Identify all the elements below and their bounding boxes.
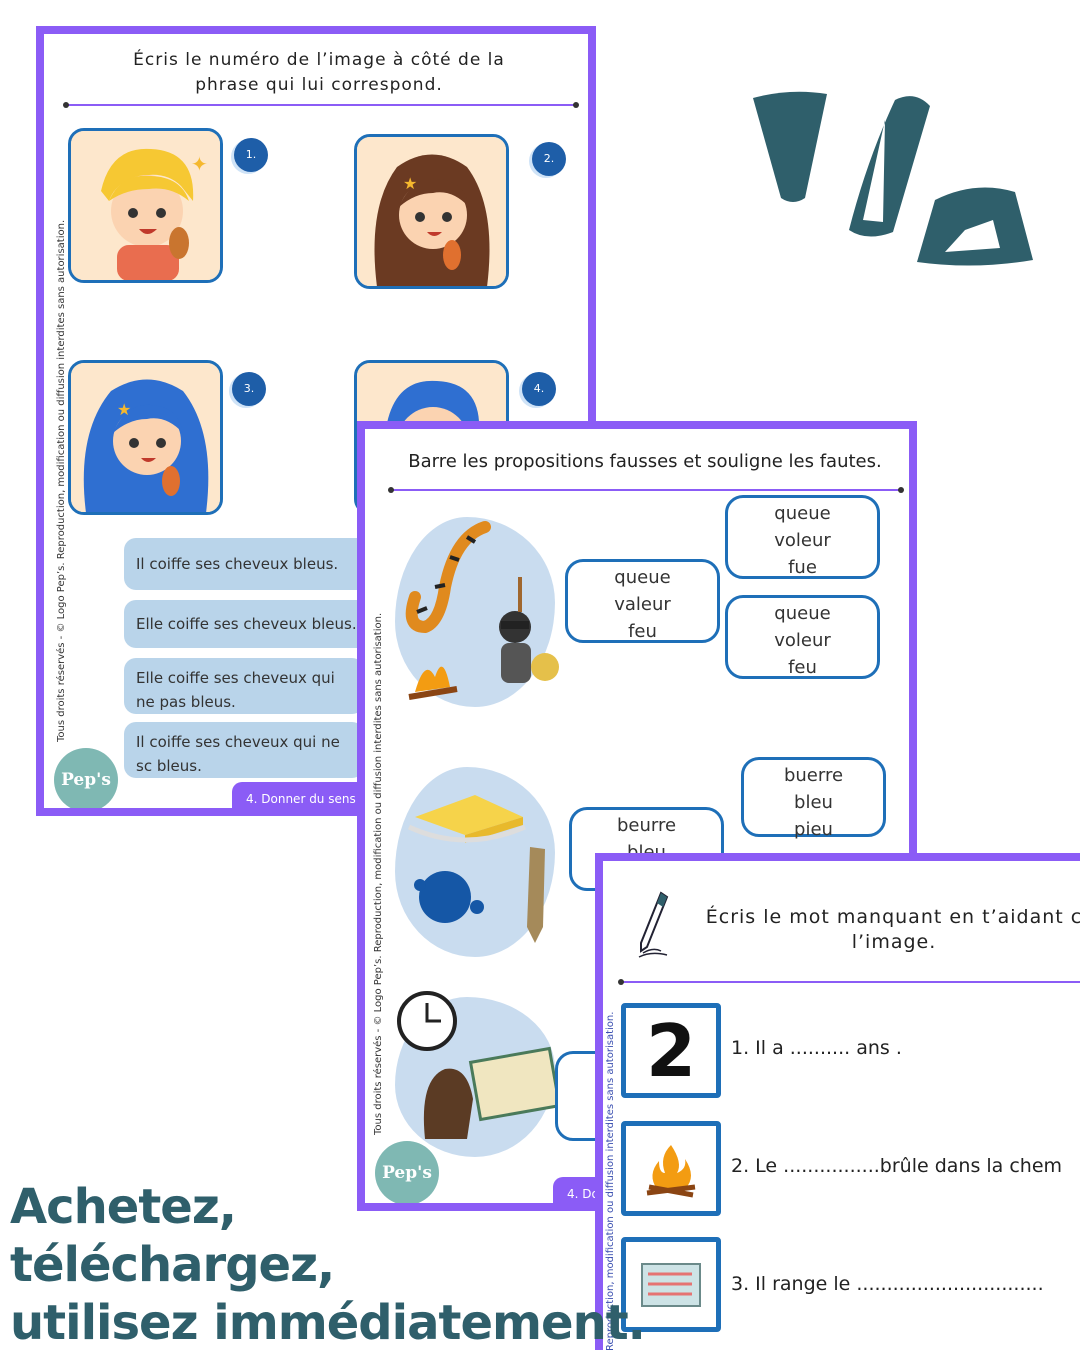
sheet1-title: Écris le numéro de l’image à côté de la … xyxy=(133,50,505,95)
choice-4-word-1: beurre xyxy=(616,815,677,836)
copyright-side-text-2: Tous droits réservés - © Logo Pep’s. Rep… xyxy=(373,612,384,1135)
fill-in-line-3: 3. Il range le .........................… xyxy=(731,1273,1044,1295)
blue-hair-girl-image: ★ xyxy=(71,363,220,512)
pen-icon xyxy=(638,891,669,958)
promo-line-3: utilisez immédiatement. xyxy=(10,1295,646,1350)
number-badge-2: 2. xyxy=(532,142,566,176)
picture-board-game xyxy=(621,1237,721,1332)
sheet1-rule xyxy=(63,102,579,108)
brown-hair-girl-image: ★ xyxy=(357,137,506,286)
sheet3-title: Écris le mot manquant en t’aidant c l’im… xyxy=(705,906,1080,953)
number-two-glyph: 2 xyxy=(645,1008,697,1093)
choice-3-word-1: queue xyxy=(774,603,831,624)
promo-line-2: téléchargez, xyxy=(10,1237,335,1293)
choice-box-1[interactable]: queue valeur feu xyxy=(565,559,720,643)
choice-2-word-2: voleur xyxy=(774,530,831,551)
choice-box-3[interactable]: queue voleur feu xyxy=(725,595,880,679)
fill-in-line-1: 1. Il a .......... ans . xyxy=(731,1037,902,1059)
butter-blue-stake-image xyxy=(407,795,545,943)
svg-text:★: ★ xyxy=(117,400,131,419)
sentence-3: Elle coiffe ses cheveux qui ne pas bleus… xyxy=(124,658,364,714)
sheet3-rule xyxy=(618,979,1080,985)
choice-3-word-3: feu xyxy=(788,657,817,678)
picture-3: ★ xyxy=(68,360,223,515)
number-badge-3: 3. xyxy=(232,372,266,406)
choice-1-word-1: queue xyxy=(614,567,671,588)
promo-text: Achetez, téléchargez, utilisez immédiate… xyxy=(10,1178,646,1350)
fill-in-line-2: 2. Le ................brûle dans la chem xyxy=(731,1155,1063,1177)
choice-box-5[interactable]: buerre bleu pieu xyxy=(741,757,886,840)
sentence-2: Elle coiffe ses cheveux bleus. xyxy=(124,600,384,648)
sheet2-title: Barre les propositions fausses et soulig… xyxy=(408,451,882,472)
picture-1: ✦ xyxy=(68,128,223,283)
choice-1-word-2: valeur xyxy=(614,594,671,615)
peps-logo-2: Pep's xyxy=(375,1141,439,1203)
choice-2-word-1: queue xyxy=(774,503,831,524)
svg-text:★: ★ xyxy=(403,174,417,193)
picture-fire xyxy=(621,1121,721,1216)
number-badge-4: 4. xyxy=(522,372,556,406)
decorative-shapes xyxy=(753,91,1033,266)
promo-line-1: Achetez, xyxy=(10,1179,237,1235)
choice-5-word-3: pieu xyxy=(794,819,833,840)
peps-logo: Pep's xyxy=(54,748,118,808)
sentence-4: Il coiffe ses cheveux qui ne sc bleus. xyxy=(124,722,364,778)
clock-hair-map-image xyxy=(397,991,562,1139)
worksheet-3: Écris le mot manquant en t’aidant c l’im… xyxy=(595,853,1080,1350)
choice-3-word-2: voleur xyxy=(774,630,831,651)
worksheet-1: Écris le numéro de l’image à côté de la … xyxy=(36,26,596,816)
blond-boy-image: ✦ xyxy=(71,131,220,280)
number-badge-1: 1. xyxy=(234,138,268,172)
board-game-icon xyxy=(641,1262,701,1307)
sentence-1: Il coiffe ses cheveux bleus. xyxy=(124,538,384,590)
choice-box-2[interactable]: queue voleur fue xyxy=(725,495,880,579)
sheet2-rule xyxy=(388,487,904,493)
copyright-side-text: Tous droits réservés - © Logo Pep’s. Rep… xyxy=(56,219,67,742)
picture-2: ★ xyxy=(354,134,509,289)
fire-icon xyxy=(646,1144,696,1197)
choice-1-word-3: feu xyxy=(628,621,657,642)
picture-number-two: 2 xyxy=(621,1003,721,1098)
tail-thief-fire-image xyxy=(405,521,559,700)
svg-text:✦: ✦ xyxy=(191,152,208,176)
choice-5-word-1: buerre xyxy=(783,765,844,786)
choice-2-word-3: fue xyxy=(788,557,817,578)
choice-5-word-2: bleu xyxy=(794,792,833,813)
